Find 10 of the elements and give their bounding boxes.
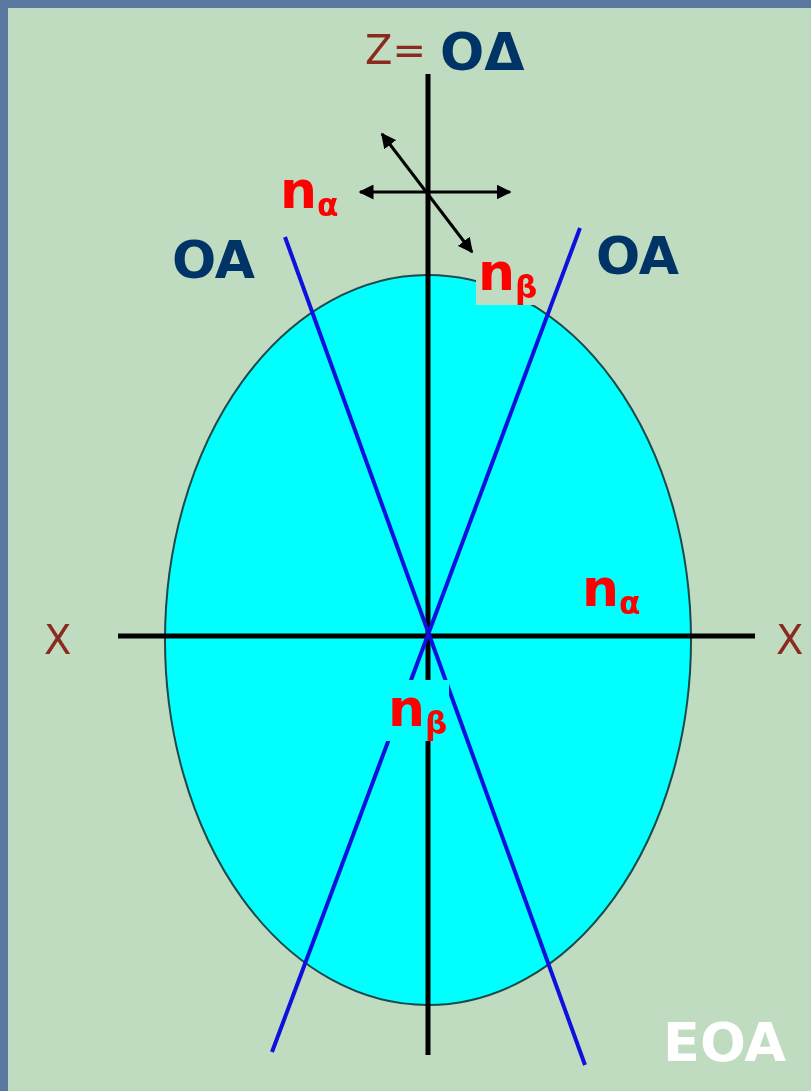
axis-label: Z= [365, 30, 426, 70]
axis-label: X [776, 620, 804, 660]
axis-label: X [44, 620, 72, 660]
optic-axis-label: OA [596, 230, 680, 282]
section-label: EOA [663, 1016, 787, 1070]
refractive-index-label: n$_{β}$ [386, 680, 450, 741]
refractive-index-label: n$_{α}$ [280, 164, 339, 221]
optic-axis-label: OA [172, 234, 256, 286]
refractive-index-label: n$_{α}$ [582, 562, 641, 619]
optic-plane-label: OΔ [440, 26, 525, 78]
